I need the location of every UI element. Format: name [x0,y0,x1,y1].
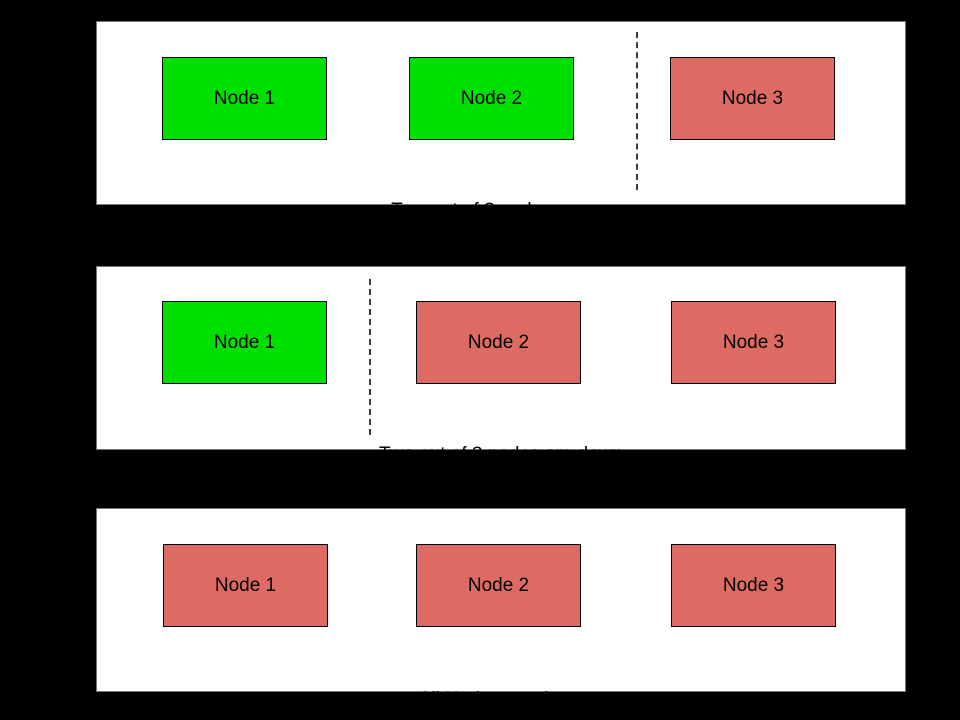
caption-line-1: All Nodes are down [418,689,584,710]
node-3-label: Node 3 [722,574,785,596]
panel-two-nodes-down: Node 1 Node 2 Node 3 Two out of 3 nodes … [96,266,906,531]
node-2-label: Node 2 [460,87,523,109]
node-3-box: Node 3 [671,301,836,384]
quorum-partition-divider [636,32,638,190]
node-3-label: Node 3 [722,331,785,353]
node-1-label: Node 1 [213,331,276,353]
node-1-box: Node 1 [162,57,327,140]
caption-line-1: Two out of 3 nodes are up [391,200,611,221]
node-1-label: Node 1 [214,574,277,596]
caption-line-1: Two out of 3 nodes are down [379,444,623,465]
panel-two-nodes-up: Node 1 Node 2 Node 3 Two out of 3 nodes … [96,21,906,287]
node-2-label: Node 2 [467,574,530,596]
scenario-caption: All Nodes are down Majority Fails & Clus… [97,645,905,720]
node-2-label: Node 2 [467,331,530,353]
node-2-box: Node 2 [416,544,581,627]
node-3-box: Node 3 [671,544,836,627]
panel-all-nodes-down: Node 1 Node 2 Node 3 All Nodes are down … [96,508,906,710]
node-1-box: Node 1 [163,544,328,627]
node-1-box: Node 1 [162,301,327,384]
quorum-partition-divider [369,279,371,435]
node-3-label: Node 3 [721,87,784,109]
node-3-box: Node 3 [670,57,835,140]
node-1-label: Node 1 [213,87,276,109]
node-2-box: Node 2 [409,57,574,140]
node-2-box: Node 2 [416,301,581,384]
